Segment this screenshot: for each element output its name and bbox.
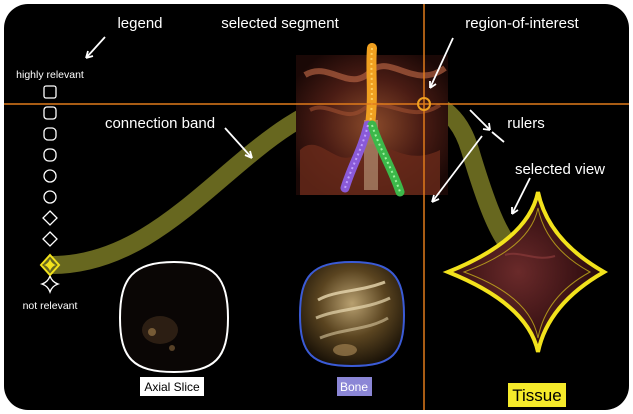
connection-band-label: connection band <box>105 115 215 132</box>
axial-slice-label: Axial Slice <box>144 380 200 394</box>
tissue-label: Tissue <box>512 386 561 405</box>
axial-slice-view <box>120 262 228 372</box>
legend-bottom-label: not relevant <box>23 300 78 312</box>
region-of-interest-label: region-of-interest <box>465 15 579 32</box>
legend-label: legend <box>117 15 162 32</box>
selected-segment-label: selected segment <box>221 15 339 32</box>
legend-top-label: highly relevant <box>16 69 84 81</box>
selected-view-label: selected view <box>515 161 605 178</box>
rulers-label: rulers <box>507 115 545 132</box>
bone-label: Bone <box>340 380 368 394</box>
bone-view <box>300 262 404 366</box>
